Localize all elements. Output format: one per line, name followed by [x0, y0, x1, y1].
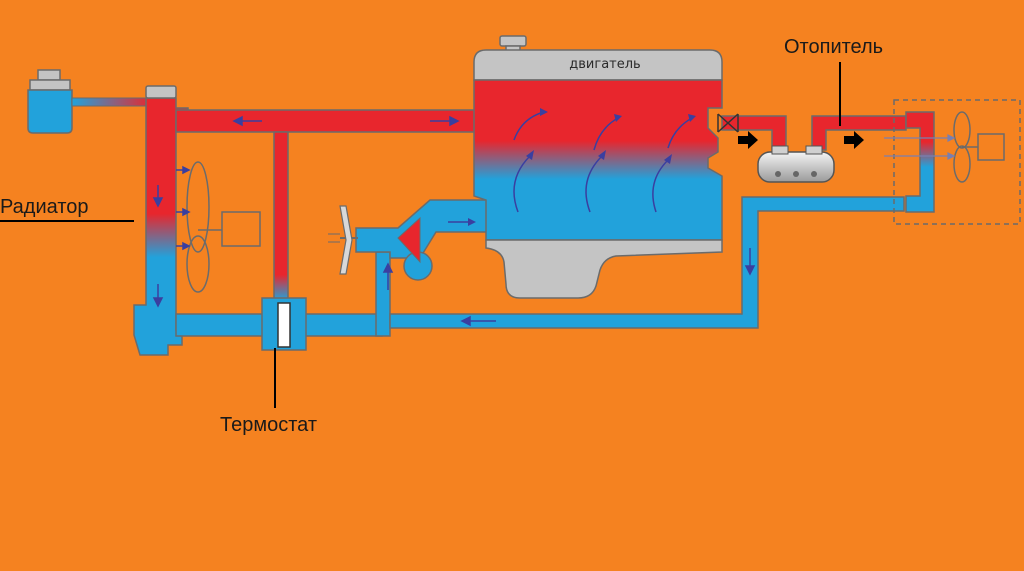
water-pump [328, 199, 489, 281]
arrow-right-icon [844, 131, 864, 149]
return-pipe-arrows [382, 248, 756, 327]
tank-hose [71, 97, 153, 107]
expansion-tank [27, 69, 73, 134]
heater-supply-pipe [721, 115, 787, 151]
radiator-cap [145, 85, 177, 99]
engine-arrowheads [526, 108, 696, 164]
engine-flow-arrows [513, 111, 693, 213]
heater-core [905, 111, 935, 213]
heater-link-pipe [811, 115, 907, 151]
radiator-label: Радиатор [0, 196, 89, 218]
bypass-pipe [273, 131, 289, 301]
radiator-flow-arrows [152, 165, 191, 308]
thermostat [261, 297, 307, 351]
black-flow-arrows [738, 131, 864, 149]
arrow-right-icon [738, 131, 758, 149]
radiator-fan-icon [186, 161, 261, 293]
return-pipe [389, 196, 905, 329]
heater-airflow-arrows [884, 134, 956, 160]
engine-filler-cap [499, 35, 527, 47]
heater-label: Отопитель [784, 36, 884, 58]
engine [473, 35, 723, 299]
heat-source-unit [757, 145, 835, 183]
thermostat-label: Термостат [220, 414, 317, 436]
top-pipe-arrows [232, 115, 460, 127]
engine-label: двигатель [569, 57, 641, 72]
radiator [133, 85, 189, 356]
heater-fan-icon [953, 111, 1005, 183]
heater-box [893, 99, 1021, 225]
heater-valve-icon [717, 113, 739, 133]
